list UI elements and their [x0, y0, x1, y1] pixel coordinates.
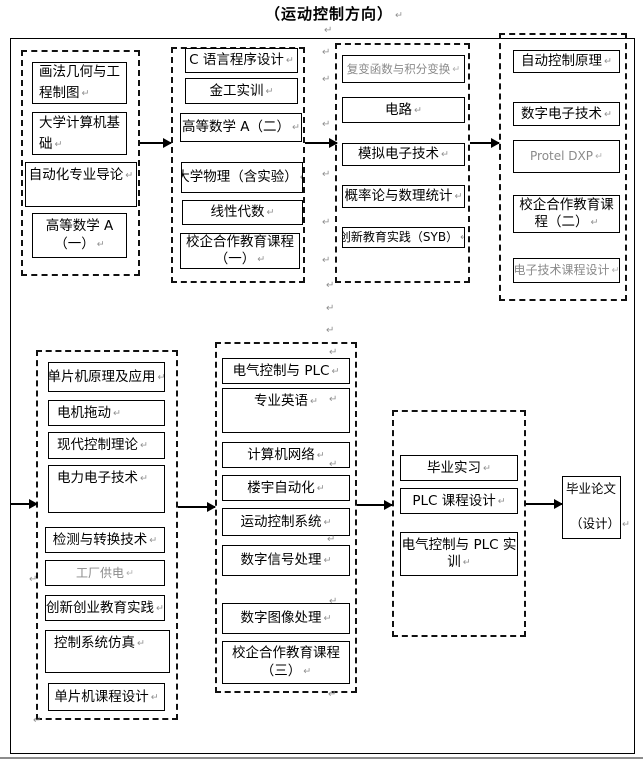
course-box: 电气控制与 PLC↵: [222, 358, 350, 384]
flow-arrow: [10, 499, 38, 508]
return-mark: ↵: [322, 47, 331, 58]
flow-arrow: [178, 502, 216, 511]
course-box: 电机拖动↵: [48, 400, 165, 426]
course-box: 计算机网络↵: [222, 442, 350, 468]
course-box: 创新教育实践（SYB）↵: [342, 227, 465, 248]
return-mark: ↵: [324, 25, 333, 36]
course-box: 电力电子技术↵: [48, 465, 165, 513]
return-mark: ↵: [329, 347, 338, 358]
return-mark: ↵: [328, 689, 337, 700]
return-mark: ↵: [322, 217, 331, 228]
course-box: 校企合作教育课程（三）↵: [222, 641, 350, 684]
semester-group-6: [215, 342, 357, 693]
course-box: 自动控制原理↵: [513, 50, 620, 73]
return-mark: ↵: [327, 534, 336, 545]
course-box: 校企合作教育课程（一）↵: [180, 233, 300, 269]
flow-arrow: [305, 138, 338, 147]
semester-group-1: [21, 50, 140, 276]
course-box: 电子技术课程设计↵: [513, 258, 620, 283]
course-box: 大学计算机基础↵: [32, 112, 127, 155]
course-box: 控制系统仿真↵: [45, 630, 170, 673]
page-title: （运动控制方向）↵: [265, 5, 404, 23]
return-mark: ↵: [322, 255, 331, 266]
course-box: 画法几何与工程制图↵: [32, 62, 127, 104]
course-box: 金工实训↵: [185, 78, 298, 104]
course-box: 电气控制与 PLC 实训↵: [400, 532, 518, 576]
graduation-thesis-box: 毕业论文 （设计）↵: [562, 476, 630, 539]
semester-group-5: [36, 350, 178, 720]
course-box: 现代控制理论↵: [48, 432, 165, 459]
course-box: 数字电子技术↵: [513, 102, 620, 126]
return-mark: ↵: [29, 574, 38, 585]
return-mark: ↵: [329, 394, 338, 405]
course-box: Protel DXP↵: [513, 140, 620, 173]
course-box: 运动控制系统↵: [222, 508, 350, 536]
course-box: 电路↵: [342, 97, 465, 123]
course-box: 检测与转换技术↵: [45, 527, 165, 553]
return-mark: ↵: [326, 303, 335, 314]
course-box: 创新创业教育实践↵: [45, 595, 165, 621]
outer-frame: [10, 38, 635, 754]
course-box: 数字图像处理↵: [222, 603, 350, 634]
return-mark: ↵: [326, 280, 335, 291]
course-box: 大学物理（含实验）↵: [181, 162, 303, 193]
course-box: 毕业实习↵: [400, 455, 518, 481]
semester-group-4: [499, 33, 627, 301]
return-mark: ↵: [326, 325, 335, 336]
flow-arrow: [140, 138, 172, 147]
course-box: 楼宇自动化↵: [222, 475, 350, 501]
course-box: 线性代数↵: [182, 200, 303, 225]
flow-arrow: [357, 500, 393, 509]
course-box: 高等数学 A（一）↵: [32, 213, 127, 258]
flow-arrow: [470, 138, 500, 147]
course-box: 单片机原理及应用↵: [48, 362, 165, 392]
return-mark: ↵: [322, 119, 331, 130]
course-box: 自动化专业导论↵: [25, 162, 137, 207]
course-box: PLC 课程设计↵: [400, 488, 518, 514]
return-mark: ↵: [33, 715, 42, 726]
course-box: 单片机课程设计↵: [48, 683, 165, 711]
page-bottom-rule: [0, 757, 643, 759]
return-mark: ↵: [329, 596, 338, 607]
semester-group-3: [335, 43, 470, 283]
return-mark: ↵: [322, 74, 331, 85]
semester-group-7: [392, 410, 526, 637]
course-box: 高等数学 A（二）↵: [180, 113, 302, 142]
course-box: 校企合作教育课程（二）↵: [513, 195, 620, 233]
return-mark: ↵: [395, 10, 404, 21]
course-box: 专业英语↵: [222, 388, 350, 433]
return-mark: ↵: [322, 169, 331, 180]
return-mark: ↵: [329, 459, 338, 470]
course-box: 数字信号处理↵: [222, 545, 350, 576]
course-box: C 语言程序设计↵: [185, 48, 298, 73]
flow-arrow: [526, 499, 563, 508]
course-box: 概率论与数理统计↵: [342, 185, 465, 208]
course-box: 工厂供电↵: [45, 560, 165, 586]
course-box: 模拟电子技术↵: [342, 143, 465, 166]
course-box: 复变函数与积分变换↵: [342, 55, 465, 83]
